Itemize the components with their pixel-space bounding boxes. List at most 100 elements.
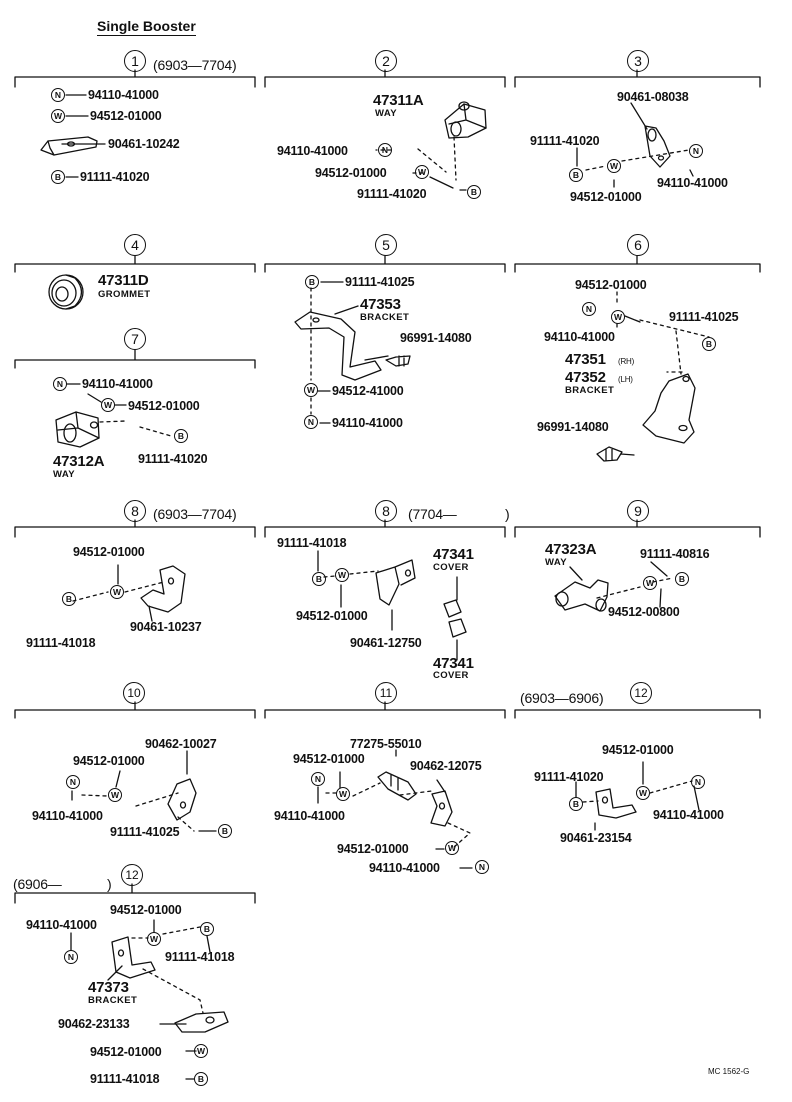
part-label: 94512-01000 [90, 1045, 162, 1059]
part-label: 91111-41018 [90, 1072, 160, 1086]
part-label: 47312A [53, 453, 105, 470]
part-label: 94110-41000 [369, 861, 440, 875]
part-label: 94512-01000 [570, 190, 642, 204]
part-label: 94512-41000 [332, 384, 404, 398]
part-label: 94512-01000 [575, 278, 647, 292]
part-label: COVER [433, 562, 469, 573]
part-label: 94110-41000 [32, 809, 103, 823]
nut-symbol: N [689, 144, 703, 158]
nut-symbol: N [475, 860, 489, 874]
group-number-12a: 12 [630, 682, 652, 704]
nut-symbol: N [582, 302, 596, 316]
part-label: 90461-10237 [130, 620, 202, 634]
part-label: GROMMET [98, 289, 151, 300]
washer-symbol: W [607, 159, 621, 173]
group-number-2: 2 [375, 50, 397, 72]
part-label: BRACKET [565, 385, 615, 396]
part-label: 91111-41020 [534, 770, 604, 784]
part-label: 94512-01000 [110, 903, 182, 917]
washer-symbol: W [101, 398, 115, 412]
bolt-symbol: B [194, 1072, 208, 1086]
part-label: 91111-41025 [345, 275, 415, 289]
part-label: 91111-41018 [165, 950, 235, 964]
part-label: 90462-23133 [58, 1017, 130, 1031]
part-label: 90462-10027 [145, 737, 217, 751]
part-label: 91111-41020 [138, 452, 208, 466]
part-label: 47352 [565, 369, 606, 386]
group-number-3: 3 [627, 50, 649, 72]
group-number-1: 1 [124, 50, 146, 72]
part-label: 94512-01000 [73, 545, 145, 559]
bolt-symbol: B [174, 429, 188, 443]
bolt-symbol: B [51, 170, 65, 184]
washer-symbol: W [304, 383, 318, 397]
group-number-8b: 8 [375, 500, 397, 522]
part-label: 94512-01000 [337, 842, 409, 856]
part-label: 94110-41000 [277, 144, 348, 158]
washer-symbol: W [108, 788, 122, 802]
group-number-7: 7 [124, 328, 146, 350]
part-label: 94512-00800 [608, 605, 680, 619]
part-label: 94110-41000 [653, 808, 724, 822]
group-range-8a: (6903—7704) [153, 506, 237, 522]
nut-symbol: N [64, 950, 78, 964]
washer-symbol: W [147, 932, 161, 946]
part-label: 94110-41000 [332, 416, 403, 430]
part-label: 91111-41025 [110, 825, 180, 839]
washer-symbol: W [415, 165, 429, 179]
group-number-6: 6 [627, 234, 649, 256]
bolt-symbol: B [702, 337, 716, 351]
part-label: 90461-08038 [617, 90, 689, 104]
washer-symbol: W [336, 787, 350, 801]
part-label: 47373 [88, 979, 129, 996]
part-label: 94512-01000 [73, 754, 145, 768]
part-label: 90462-12075 [410, 759, 482, 773]
part-label: 91111-41020 [530, 134, 600, 148]
washer-symbol: W [194, 1044, 208, 1058]
bolt-symbol: B [569, 797, 583, 811]
washer-symbol: W [636, 786, 650, 800]
group-range-8b-close: ) [505, 506, 510, 522]
part-label: 90461-12750 [350, 636, 422, 650]
part-label: 94110-41000 [274, 809, 345, 823]
part-label: 47311D [98, 272, 149, 289]
part-label: 94110-41000 [88, 88, 159, 102]
part-label: 94512-01000 [296, 609, 368, 623]
washer-symbol: W [110, 585, 124, 599]
part-label: 91111-41025 [669, 310, 739, 324]
part-label: 47311A [373, 92, 424, 109]
part-label: WAY [375, 108, 397, 119]
part-label: WAY [53, 469, 75, 480]
group-number-12b: 12 [121, 864, 143, 886]
washer-symbol: W [643, 576, 657, 590]
part-label: 94512-01000 [293, 752, 365, 766]
bolt-symbol: B [569, 168, 583, 182]
part-label: (LH) [618, 375, 633, 384]
part-label: 91111-41018 [277, 536, 347, 550]
bolt-symbol: B [675, 572, 689, 586]
part-label: 94110-41000 [26, 918, 97, 932]
part-label: 91111-41020 [357, 187, 427, 201]
bolt-symbol: B [218, 824, 232, 838]
nut-symbol: N [304, 415, 318, 429]
part-label: 47341 [433, 655, 474, 672]
part-label: 77275-55010 [350, 737, 422, 751]
part-label: 47353 [360, 296, 401, 313]
group-number-10: 10 [123, 682, 145, 704]
group-number-9: 9 [627, 500, 649, 522]
group-number-4: 4 [124, 234, 146, 256]
part-label: 94110-41000 [82, 377, 153, 391]
bolt-symbol: B [312, 572, 326, 586]
nut-symbol: N [311, 772, 325, 786]
part-label: 91111-41018 [26, 636, 96, 650]
part-label: BRACKET [88, 995, 138, 1006]
part-label: 94110-41000 [544, 330, 615, 344]
bolt-symbol: B [305, 275, 319, 289]
part-label: 90461-10242 [108, 137, 180, 151]
part-label: COVER [433, 670, 469, 681]
part-label: 96991-14080 [400, 331, 472, 345]
group-range-12b-close: ) [107, 876, 112, 892]
group-range-8b: (7704— [408, 506, 457, 522]
nut-symbol: N [378, 143, 392, 157]
